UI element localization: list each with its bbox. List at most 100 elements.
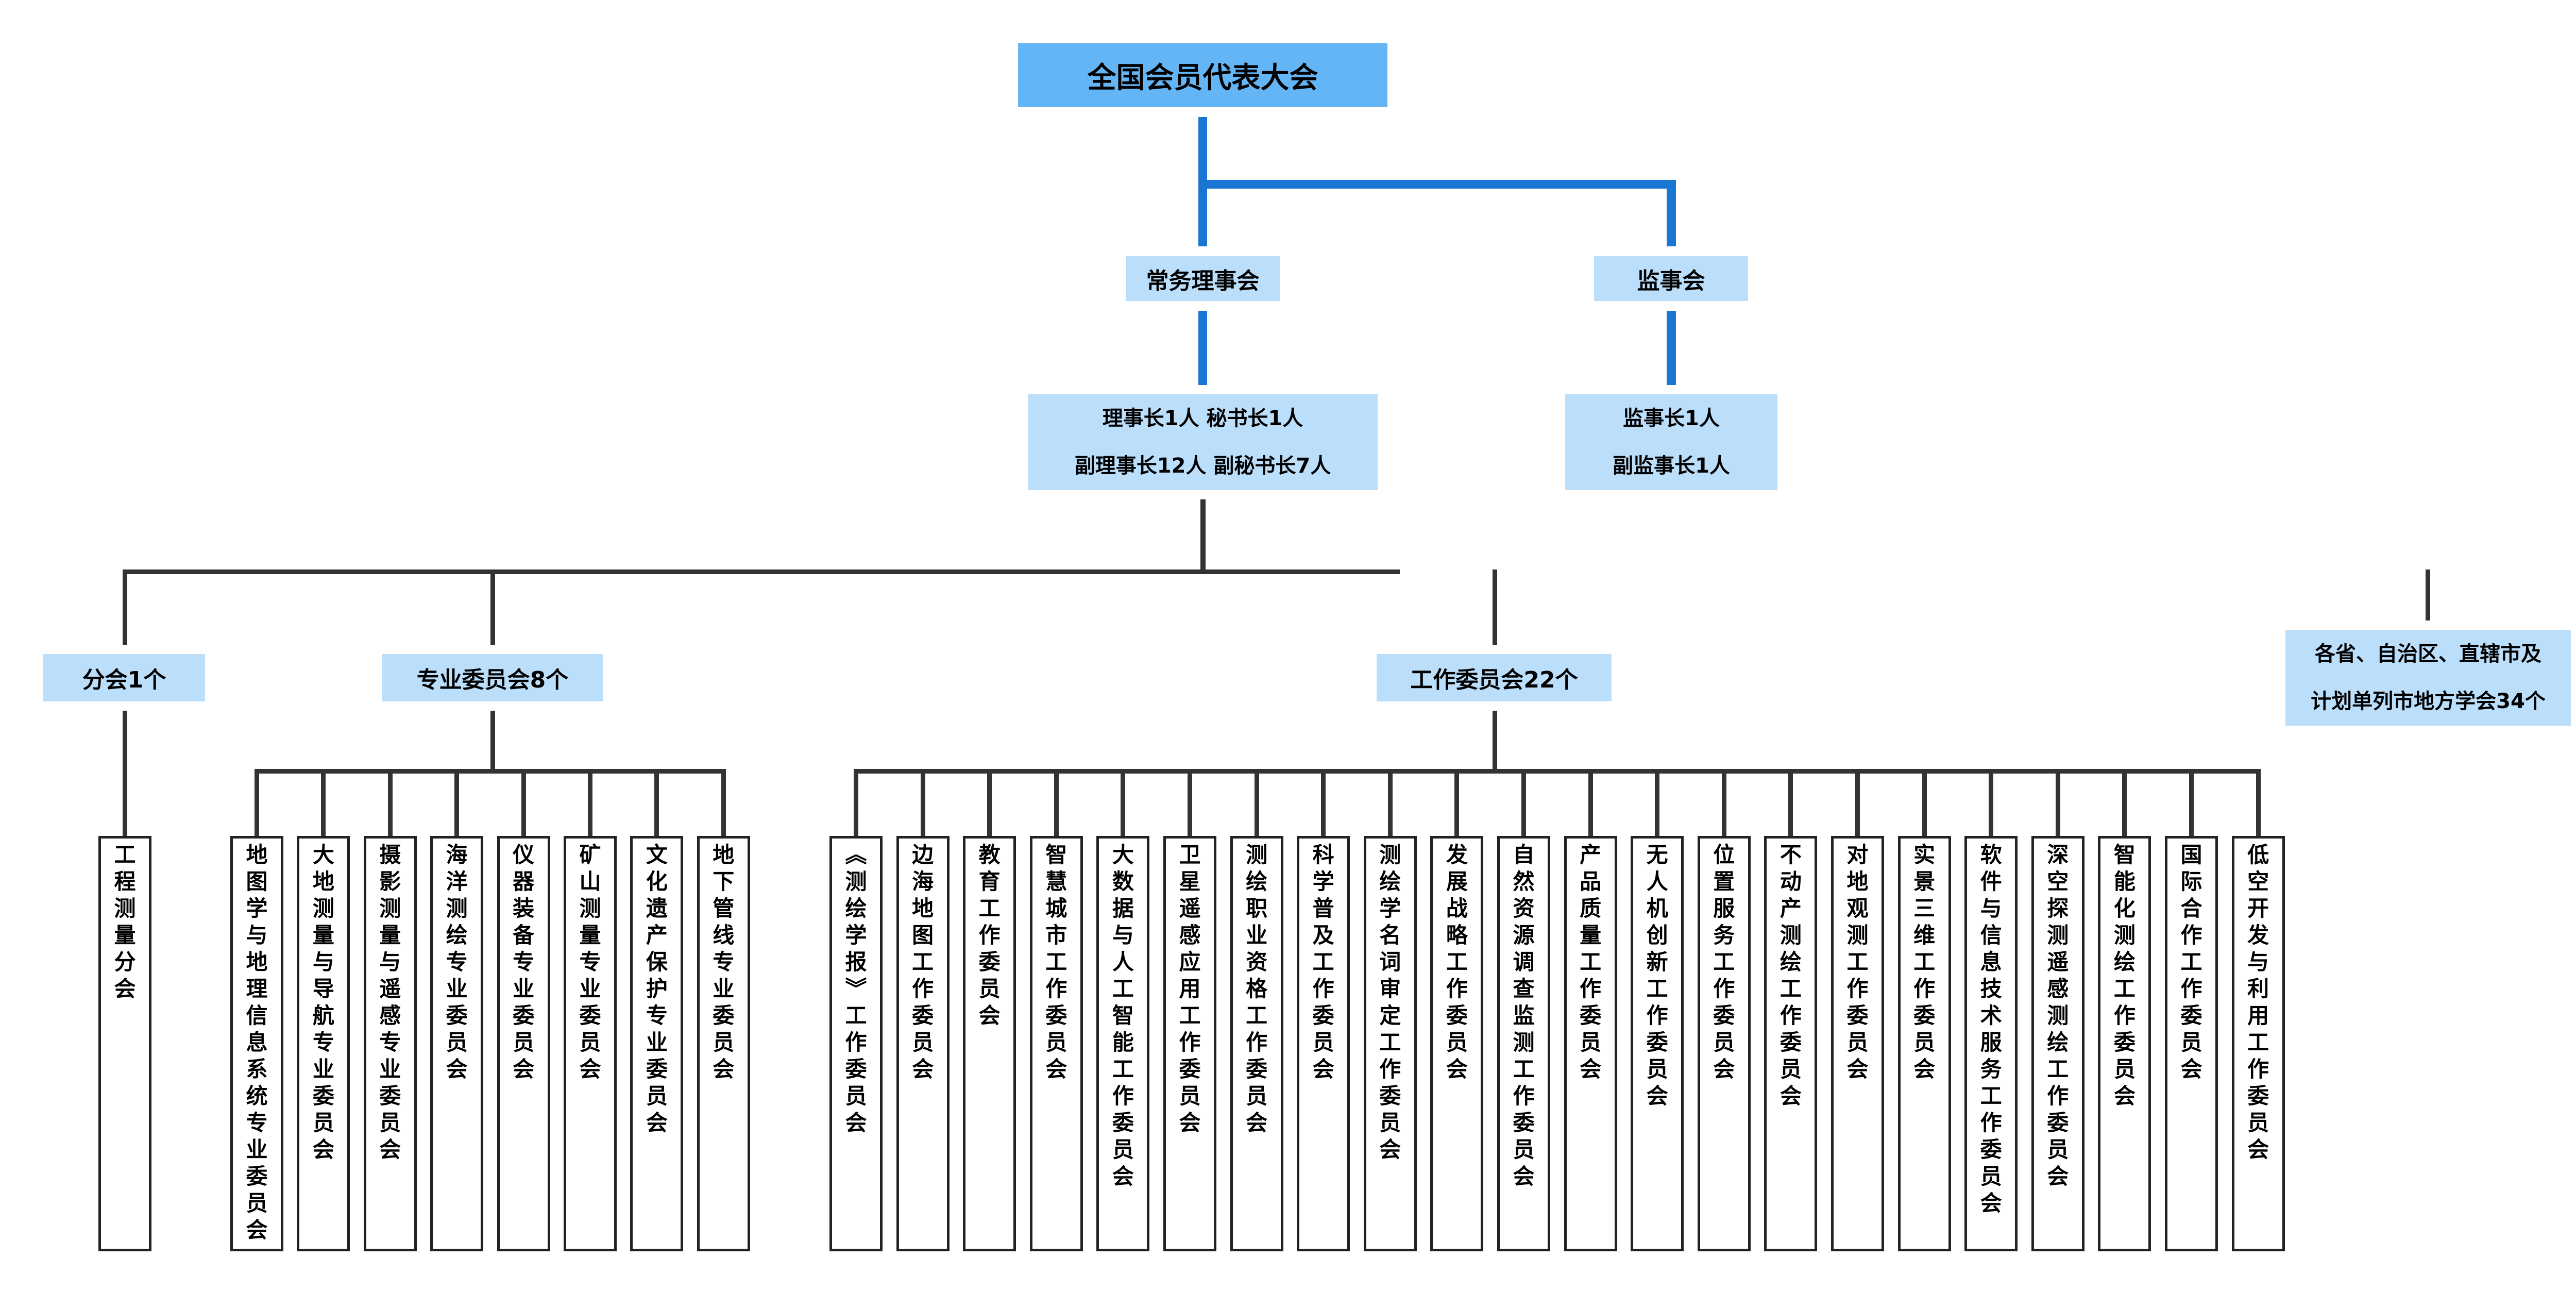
- node-standing-council[interactable]: 常务理事会: [1126, 256, 1280, 301]
- council-details-line-1: 理事长1人 秘书长1人: [1102, 407, 1303, 430]
- leaf-char: 工: [1246, 1003, 1268, 1028]
- leaf-committee[interactable]: 大数据与人工智能工作委员会: [1096, 836, 1150, 1251]
- leaf-char: 专: [446, 949, 468, 975]
- leaf-char: 绘: [2047, 1030, 2069, 1055]
- leaf-char: 发: [2247, 923, 2269, 948]
- leaf-committee[interactable]: 实景三维工作委员会: [1897, 836, 1951, 1251]
- leaf-char: 观: [1846, 896, 1869, 921]
- leaf-committee[interactable]: 无人机创新工作委员会: [1631, 836, 1684, 1251]
- connector-leaf-stem: [854, 769, 858, 836]
- leaf-committee[interactable]: 大地测量与导航专业委员会: [297, 836, 350, 1251]
- connector-leaf-stem: [321, 769, 326, 836]
- leaf-char: ︾: [845, 976, 867, 1001]
- leaf-committee[interactable]: 发展战略工作委员会: [1430, 836, 1484, 1251]
- connector-leaf-stem: [654, 769, 659, 836]
- leaf-char: 专: [513, 949, 535, 975]
- leaf-committee[interactable]: 智能化测绘工作委员会: [2098, 836, 2151, 1251]
- leaf-committee[interactable]: 边海地图工作委员会: [896, 836, 950, 1251]
- leaf-char: 务: [1980, 1057, 2002, 1082]
- leaf-char: 委: [1513, 1110, 1535, 1135]
- leaf-char: 职: [1246, 896, 1268, 921]
- leaf-char: 矿: [579, 842, 601, 867]
- leaf-committee[interactable]: 工程测量分会: [98, 836, 151, 1251]
- leaf-char: 作: [1713, 976, 1735, 1001]
- leaf-char: 化: [2113, 896, 2136, 921]
- leaf-char: 工: [2180, 949, 2202, 975]
- leaf-char: 量: [1580, 923, 1602, 948]
- leaf-committee[interactable]: 仪器装备专业委员会: [497, 836, 550, 1251]
- leaf-char: 会: [1780, 1083, 1802, 1109]
- leaf-committee[interactable]: 地下管线专业委员会: [697, 836, 750, 1251]
- standing-council-label: 常务理事会: [1146, 267, 1260, 294]
- leaf-char: 作: [1780, 1003, 1802, 1028]
- leaf-committee[interactable]: 矿山测量专业委员会: [564, 836, 617, 1251]
- leaf-committee[interactable]: 深空探测遥感测绘工作委员会: [2031, 836, 2084, 1251]
- leaf-char: 会: [1379, 1137, 1401, 1162]
- leaf-char: 员: [1045, 1030, 1067, 1055]
- leaf-committee[interactable]: 智慧城市工作委员会: [1029, 836, 1083, 1251]
- leaf-char: 专: [579, 949, 601, 975]
- leaf-char: 山: [579, 869, 601, 894]
- leaf-char: 工: [1045, 949, 1067, 975]
- leaf-committee[interactable]: 低空开发与利用工作委员会: [2231, 836, 2285, 1251]
- leaf-char: 测: [114, 896, 136, 921]
- connector-supervisory-drop: [1667, 180, 1676, 246]
- leaf-committee[interactable]: 自然资源调查监测工作委员会: [1497, 836, 1550, 1251]
- leaf-char: 景: [1913, 869, 1936, 894]
- node-branch-societies[interactable]: 分会1个: [43, 654, 205, 701]
- node-supervisory-board[interactable]: 监事会: [1594, 256, 1748, 301]
- leaf-char: 系: [246, 1057, 268, 1082]
- leaf-char: 委: [1846, 1003, 1869, 1028]
- node-professional-committees[interactable]: 专业委员会8个: [382, 654, 603, 701]
- leaf-committee[interactable]: ︽测绘学报︾工作委员会: [829, 836, 883, 1251]
- leaf-committee[interactable]: 地图学与地理信息系统专业委员会: [230, 836, 283, 1251]
- connector-group-0-drop: [123, 711, 127, 836]
- leaf-committee[interactable]: 对地观测工作委员会: [1831, 836, 1884, 1251]
- leaf-char: 审: [1379, 976, 1401, 1001]
- connector-leaf-stem: [2122, 769, 2127, 836]
- leaf-char: 工: [1580, 949, 1602, 975]
- leaf-char: 地: [246, 842, 268, 867]
- leaf-char: 绘: [1379, 869, 1401, 894]
- leaf-committee[interactable]: 测绘职业资格工作委员会: [1230, 836, 1283, 1251]
- leaf-committee[interactable]: 卫星遥感应用工作委员会: [1163, 836, 1216, 1251]
- leaf-committee[interactable]: 测绘学名词审定工作委员会: [1363, 836, 1417, 1251]
- connector-group-2-bar: [854, 769, 2261, 774]
- leaf-char: 文: [646, 842, 668, 867]
- leaf-char: 作: [2247, 1057, 2269, 1082]
- connector-leaf-stem: [920, 769, 925, 836]
- leaf-char: 护: [646, 976, 668, 1001]
- root-node-national-congress[interactable]: 全国会员代表大会: [1018, 43, 1387, 107]
- leaf-committee[interactable]: 软件与信息技术服务工作委员会: [1964, 836, 2018, 1251]
- leaf-committee[interactable]: 科学普及工作委员会: [1297, 836, 1350, 1251]
- leaf-char: 分: [114, 949, 136, 975]
- leaf-committee[interactable]: 海洋测绘专业委员会: [430, 836, 484, 1251]
- leaf-char: 智: [1045, 842, 1067, 867]
- connector-leaf-stem: [987, 769, 992, 836]
- connector-leaf-stem: [1588, 769, 1593, 836]
- leaf-committee[interactable]: 位置服务工作委员会: [1697, 836, 1751, 1251]
- leaf-char: 员: [1980, 1164, 2002, 1189]
- leaf-char: 测: [2113, 923, 2136, 948]
- leaf-committee[interactable]: 不动产测绘工作委员会: [1764, 836, 1818, 1251]
- leaf-char: 感: [379, 1003, 401, 1028]
- leaf-char: 工: [845, 1003, 867, 1028]
- leaf-char: 资: [1513, 896, 1535, 921]
- leaf-char: 机: [1646, 896, 1668, 921]
- leaf-char: 育: [978, 869, 1001, 894]
- leaf-committee[interactable]: 摄影测量与遥感专业委员会: [363, 836, 417, 1251]
- leaf-char: 测: [2047, 923, 2069, 948]
- leaf-char: 图: [246, 869, 268, 894]
- leaf-char: 工: [1446, 949, 1468, 975]
- leaf-char: 星: [1179, 869, 1201, 894]
- branch-societies-label: 分会1个: [82, 667, 166, 693]
- leaf-committee[interactable]: 产品质量工作委员会: [1564, 836, 1617, 1251]
- connector-branch-drop-1: [490, 569, 495, 645]
- node-working-committees[interactable]: 工作委员会22个: [1377, 654, 1612, 701]
- leaf-committee[interactable]: 教育工作委员会: [963, 836, 1016, 1251]
- leaf-committee[interactable]: 国际合作工作委员会: [2165, 836, 2218, 1251]
- leaf-char: 品: [1580, 869, 1602, 894]
- leaf-char: 统: [246, 1083, 268, 1109]
- leaf-committee[interactable]: 文化遗产保护专业委员会: [630, 836, 684, 1251]
- node-local-societies[interactable]: 各省、自治区、直辖市及 计划单列市地方学会34个: [2285, 630, 2571, 726]
